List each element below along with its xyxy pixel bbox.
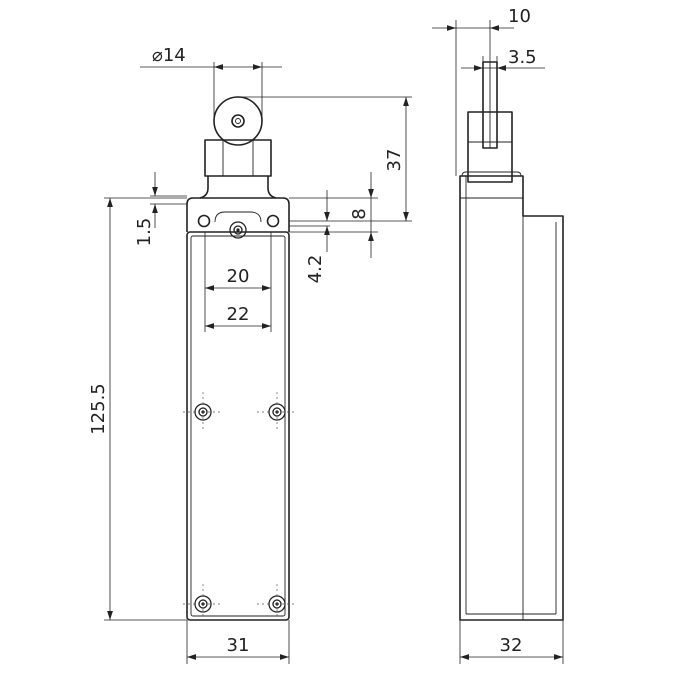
dim-label-height-37: 37 <box>384 149 405 172</box>
extension-lines <box>104 20 564 664</box>
side-view <box>459 61 564 621</box>
dim-label-width-front: 31 <box>227 635 250 656</box>
flange-hole-right <box>266 214 280 228</box>
dimension-lines <box>107 25 563 660</box>
front-view <box>183 96 297 624</box>
screw-center-marks <box>183 392 297 624</box>
dim-label-width-side: 32 <box>500 635 523 656</box>
switch-body-inner-edge <box>190 235 286 617</box>
roller-axle <box>231 114 245 128</box>
side-body-top-edge <box>461 171 522 177</box>
switch-body-side <box>459 175 564 621</box>
dim-label-roller-diameter: ⌀14 <box>152 45 186 66</box>
dim-label-height-8: 8 <box>349 208 370 219</box>
dim-label-offset-1-5: 1.5 <box>134 218 155 247</box>
actuator-head <box>204 139 272 177</box>
dimension-labels: ⌀14 10 3.5 37 8 1.5 4.2 20 22 125.5 31 3… <box>88 6 537 656</box>
dim-label-spacing-22: 22 <box>227 304 250 325</box>
dim-label-width-3-5: 3.5 <box>508 47 537 68</box>
roller-axle-center <box>235 118 241 124</box>
flange-notch <box>214 211 262 223</box>
dim-label-spacing-20: 20 <box>227 266 250 287</box>
side-head <box>467 111 513 183</box>
dim-label-offset-4-2: 4.2 <box>305 255 326 284</box>
switch-body-front <box>186 231 290 621</box>
roller <box>213 96 263 146</box>
dim-label-body-height: 125.5 <box>88 383 109 435</box>
actuator-neck <box>199 176 277 199</box>
screw-top <box>229 221 247 239</box>
flange-hole-left <box>197 214 211 228</box>
mounting-flange <box>186 197 290 232</box>
dim-label-width-10: 10 <box>508 6 531 27</box>
